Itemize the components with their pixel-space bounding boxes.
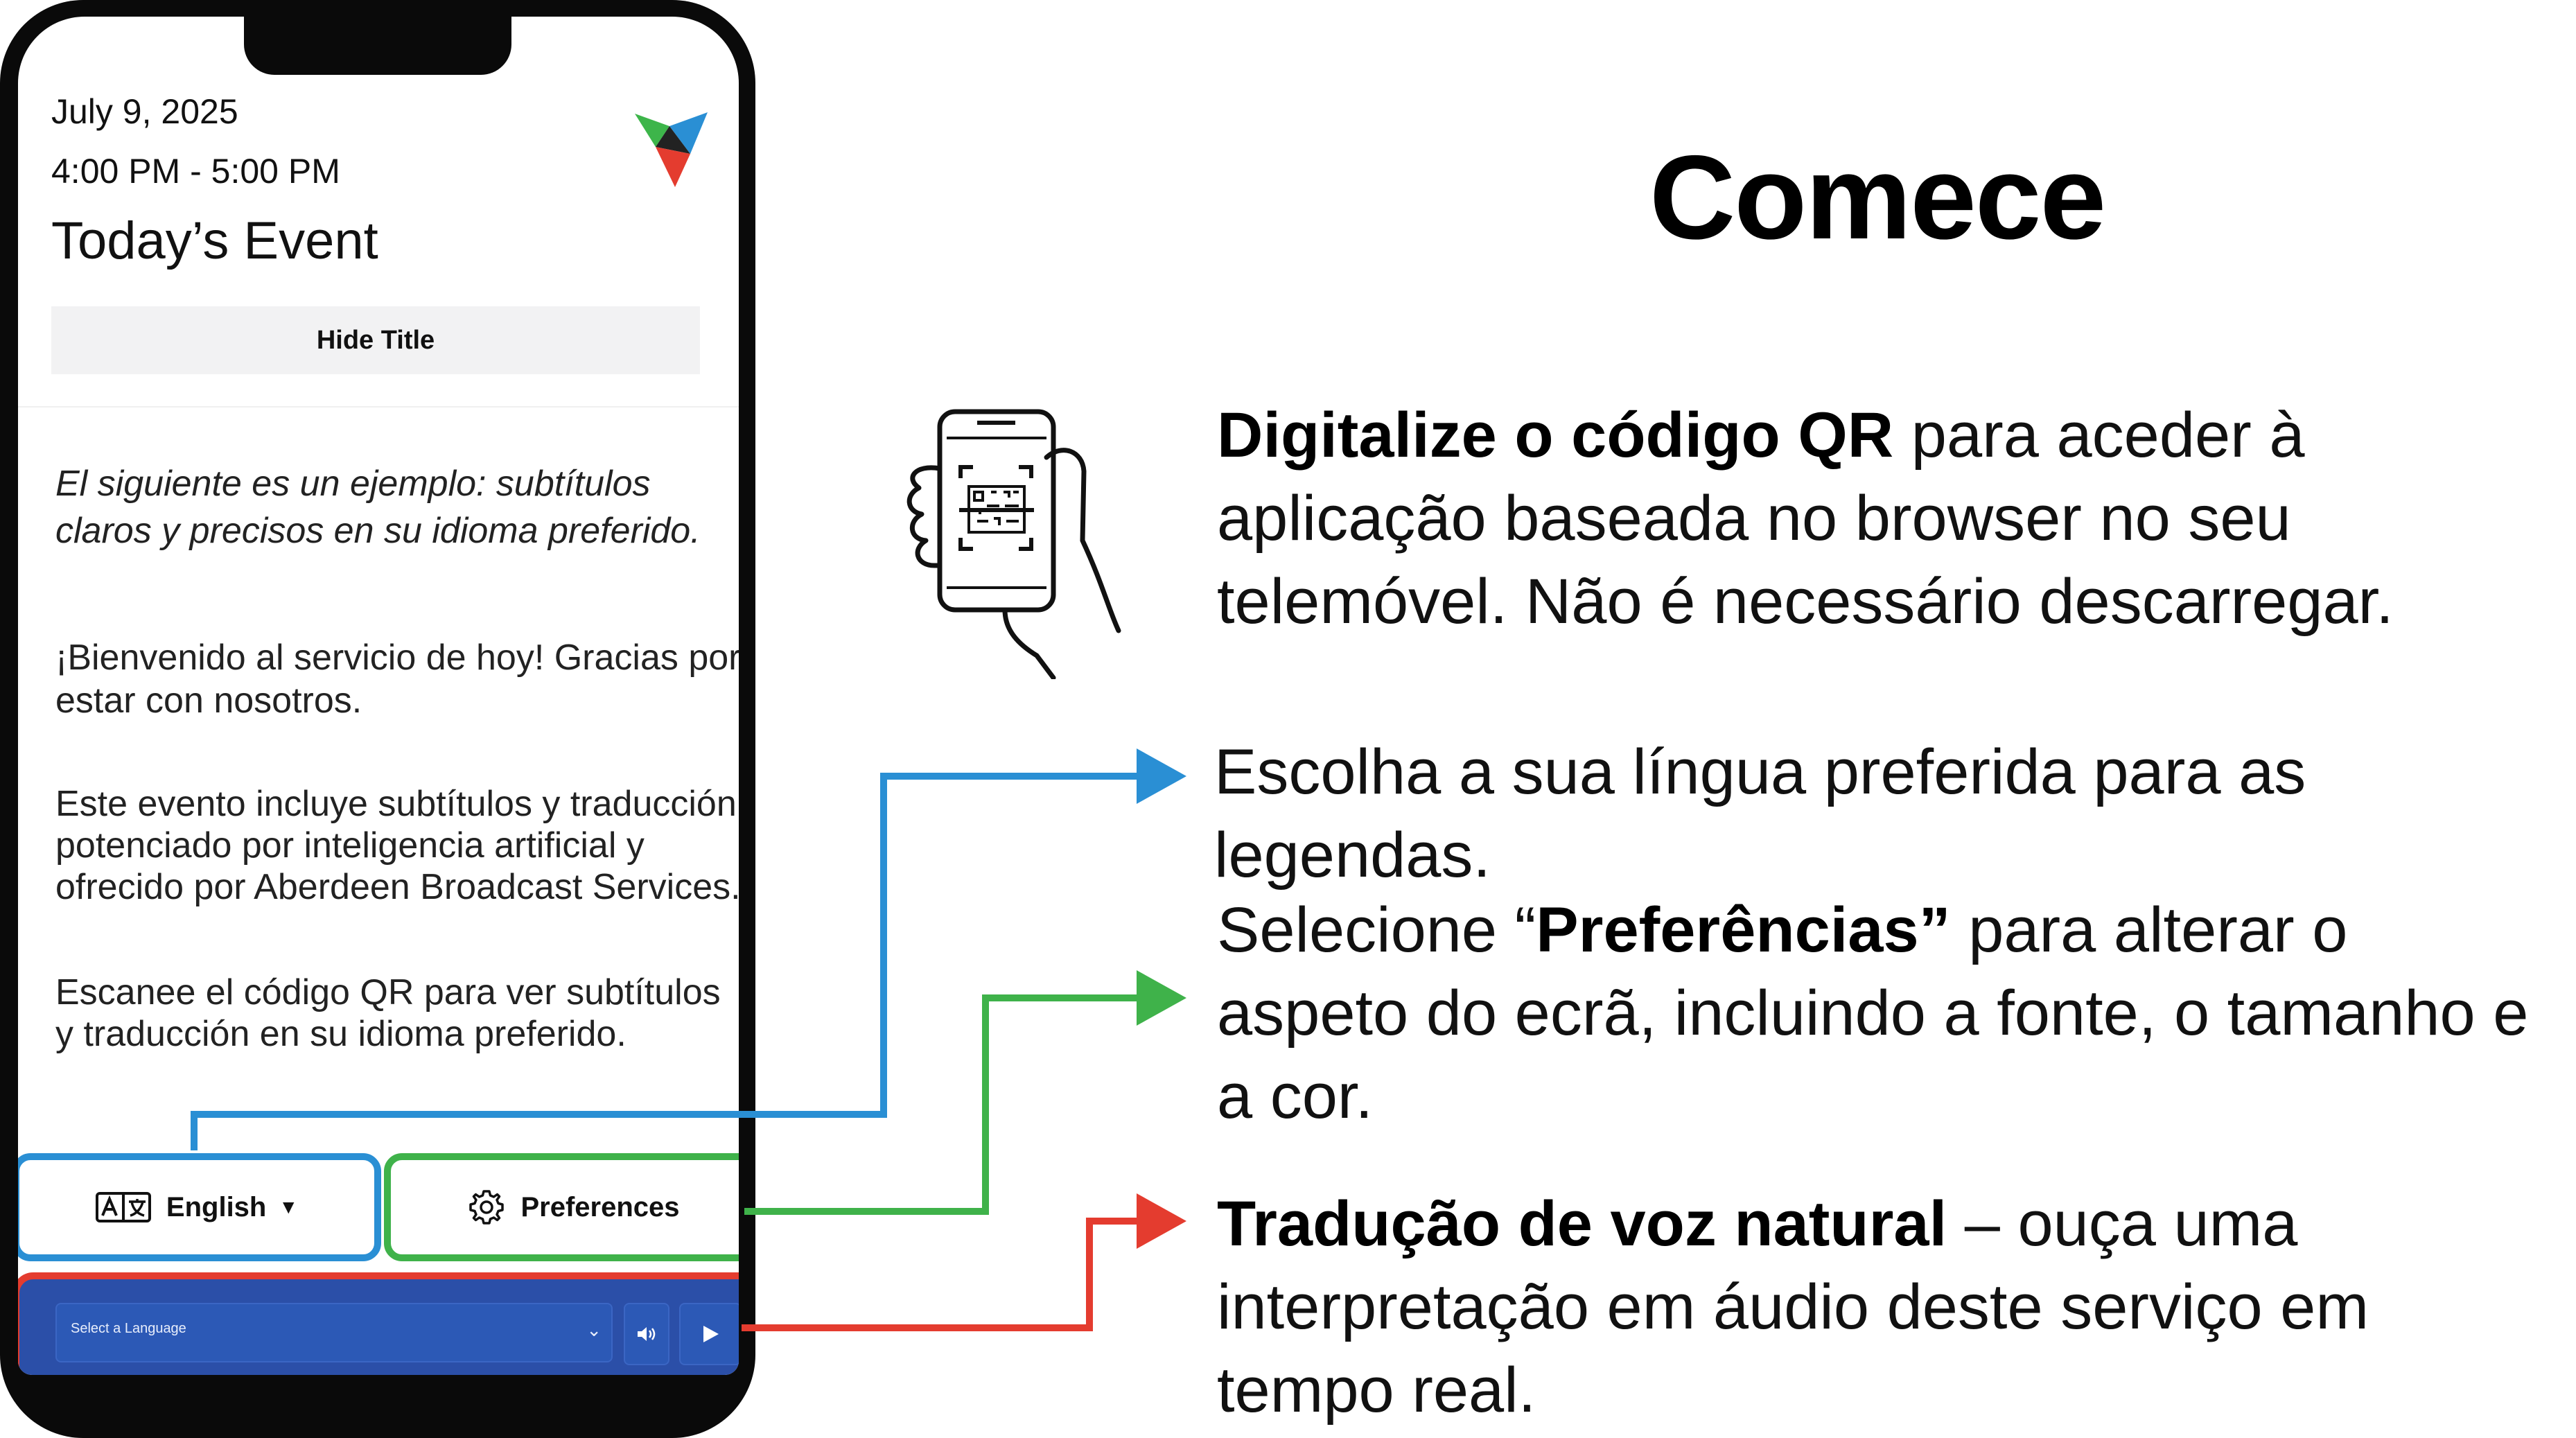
header-divider bbox=[18, 406, 739, 407]
speaker-icon bbox=[638, 1327, 656, 1341]
chevron-down-icon: ⌄ bbox=[586, 1319, 602, 1340]
language-button-label: English bbox=[166, 1191, 267, 1222]
preferences-arrowhead bbox=[1137, 970, 1186, 1026]
caption-paragraph-1: ¡Bienvenido al servicio de hoy! Gracias … bbox=[55, 638, 739, 721]
caption-paragraph-2: Este evento incluye subtítulos y traducc… bbox=[55, 784, 739, 907]
volume-button[interactable] bbox=[624, 1303, 669, 1365]
translate-icon bbox=[95, 1192, 151, 1222]
instruction-step-preferences-pre: Selecione “ bbox=[1217, 895, 1536, 965]
instruction-step-preferences-text: para alterar o aspeto do ecrã, incluindo… bbox=[1217, 895, 2529, 1132]
language-connector-line bbox=[191, 773, 1144, 1150]
caption-intro: El siguiente es un ejemplo: subtítulos c… bbox=[55, 464, 701, 551]
language-arrowhead bbox=[1137, 748, 1186, 804]
instruction-step-preferences-bold: Preferências” bbox=[1536, 895, 1951, 965]
event-title: Today’s Event bbox=[51, 211, 378, 270]
audio-connector-line bbox=[742, 1218, 1144, 1331]
audio-language-select[interactable]: Select a Language ⌄ bbox=[55, 1303, 613, 1362]
tri-color-triangle-logo bbox=[635, 112, 708, 187]
phone-frame: July 9, 2025 4:00 PM - 5:00 PM Today’s E… bbox=[0, 0, 755, 1438]
phone-notch bbox=[244, 0, 511, 75]
gear-icon bbox=[468, 1189, 505, 1226]
event-time: 4:00 PM - 5:00 PM bbox=[51, 152, 340, 191]
language-button[interactable]: English ▼ bbox=[18, 1153, 381, 1261]
instruction-step-audio: Tradução de voz natural – ouça uma inter… bbox=[1217, 1182, 2534, 1432]
audio-arrowhead bbox=[1137, 1193, 1186, 1249]
instruction-step-preferences: Selecione “Preferências” para alterar o … bbox=[1217, 888, 2534, 1138]
phone-qr-scan-icon bbox=[906, 409, 1121, 679]
preferences-button-label: Preferences bbox=[520, 1191, 680, 1222]
phone-screen: July 9, 2025 4:00 PM - 5:00 PM Today’s E… bbox=[18, 17, 739, 1375]
instructions-heading: Comece bbox=[1649, 131, 2106, 264]
instruction-step-scan: Digitalize o código QR para aceder à apl… bbox=[1217, 394, 2534, 643]
play-icon bbox=[703, 1326, 719, 1342]
instruction-step-audio-text: – ouça uma interpretação em áudio deste … bbox=[1217, 1189, 2369, 1426]
play-button[interactable] bbox=[679, 1303, 739, 1365]
instruction-step-scan-text: para aceder à aplicação baseada no brows… bbox=[1217, 400, 2394, 637]
audio-player-bar: Select a Language ⌄ bbox=[18, 1272, 739, 1375]
event-date: July 9, 2025 bbox=[51, 92, 238, 131]
caption-paragraph-3: Escanee el código QR para ver subtítulos… bbox=[55, 972, 721, 1054]
hide-title-button[interactable]: Hide Title bbox=[51, 306, 700, 374]
instruction-step-audio-bold: Tradução de voz natural bbox=[1217, 1189, 1947, 1259]
chevron-down-icon: ▼ bbox=[279, 1196, 299, 1218]
audio-language-select-placeholder: Select a Language bbox=[71, 1321, 186, 1336]
preferences-button[interactable]: Preferences bbox=[384, 1153, 739, 1261]
instruction-step-scan-bold: Digitalize o código QR bbox=[1217, 400, 1894, 471]
instruction-step-language: Escolha a sua língua preferida para as l… bbox=[1214, 737, 2306, 891]
preferences-connector-line bbox=[744, 994, 1144, 1215]
